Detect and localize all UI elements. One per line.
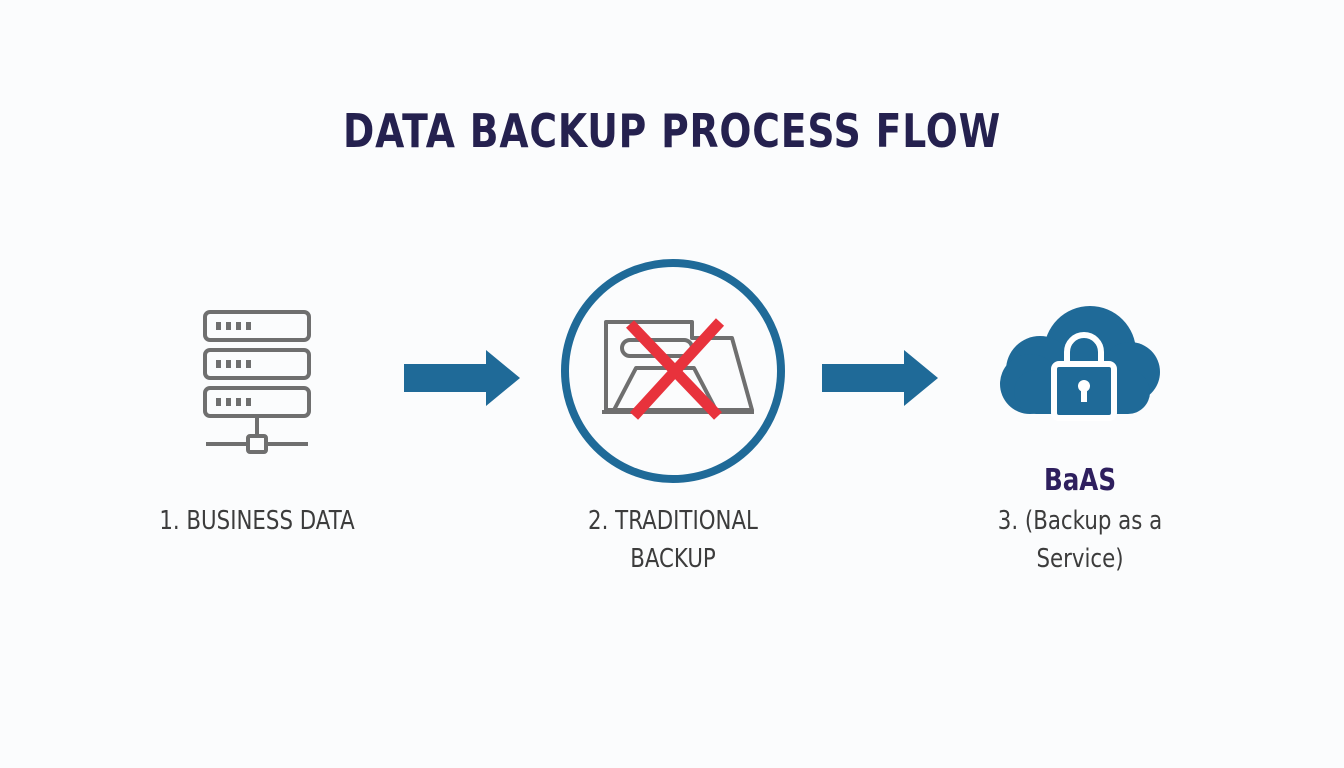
cloud-lock-icon <box>1000 306 1160 421</box>
stage-3-label-line-1: 3. (Backup as a <box>997 506 1163 536</box>
stage-2-label: 2. TRADITIONAL BACKUP <box>544 502 801 578</box>
stage-3-label: BaAS 3. (Backup as a Service) <box>957 460 1203 578</box>
stage-2-label-line-1: 2. TRADITIONAL <box>588 506 758 536</box>
server-rack-icon <box>203 310 311 454</box>
stage-1-label: 1. BUSINESS DATA <box>133 502 381 540</box>
stage-3-heading: BaAS <box>1043 463 1117 498</box>
arrow-right-icon <box>404 350 520 406</box>
stage-1-label-line-1: 1. BUSINESS DATA <box>159 506 355 536</box>
stage-2-label-line-2: BACKUP <box>630 544 716 574</box>
stage-3-label-line-2: Service) <box>1036 544 1124 574</box>
diagram-title: DATA BACKUP PROCESS FLOW <box>342 104 1002 158</box>
crossed-out-disk-drive-icon <box>561 259 785 483</box>
arrow-right-icon <box>822 350 938 406</box>
